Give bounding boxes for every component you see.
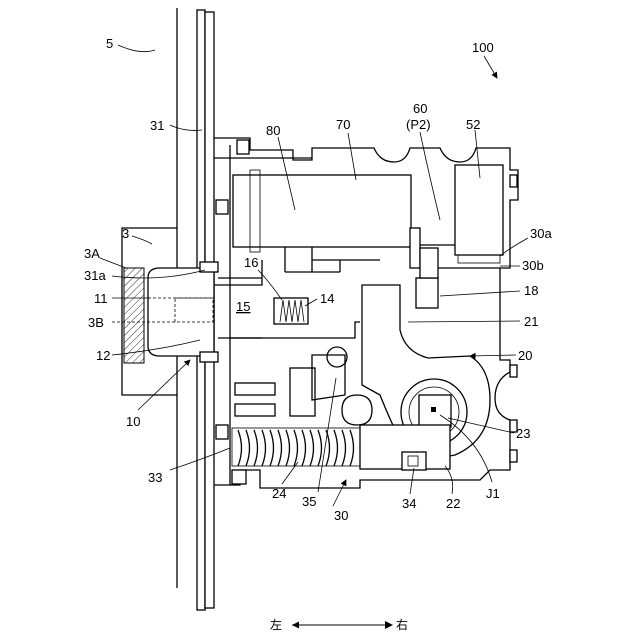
label-23: 23 [516,426,530,441]
label-3a: 3A [84,246,100,261]
label-24: 24 [272,486,286,501]
label-14: 14 [320,291,334,306]
label-31a: 31a [84,268,106,283]
label-5: 5 [106,36,113,51]
label-15: 15 [236,299,250,314]
label-34: 34 [402,496,416,511]
direction-indicator: 左 右 [270,617,408,632]
label-21: 21 [524,314,538,329]
label-70: 70 [336,117,350,132]
lower-links [235,347,372,425]
label-22: 22 [446,496,460,511]
label-80: 80 [266,123,280,138]
label-20: 20 [518,348,532,363]
direction-right-label: 右 [396,617,408,632]
motor-assembly [233,170,411,278]
label-30b: 30b [522,258,544,273]
label-3b: 3B [88,315,104,330]
label-33: 33 [148,470,162,485]
label-11: 11 [94,291,108,306]
direction-left-label: 左 [270,617,282,632]
label-j1: J1 [486,486,500,501]
label-p2: (P2) [406,117,431,132]
label-35: 35 [302,494,316,509]
label-16: 16 [244,255,258,270]
coil-spring [232,425,450,470]
label-52: 52 [466,117,480,132]
label-30a: 30a [530,226,552,241]
label-100: 100 [472,40,494,55]
label-12: 12 [96,348,110,363]
label-31: 31 [150,118,164,133]
label-10: 10 [126,414,140,429]
label-3: 3 [122,226,129,241]
label-18: 18 [524,283,538,298]
label-60: 60 [413,101,427,116]
label-30: 30 [334,508,348,523]
